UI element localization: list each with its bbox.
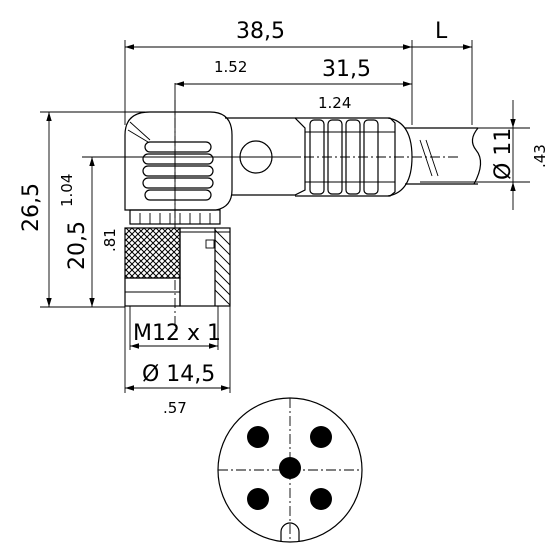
- dim-L-label: L: [435, 19, 448, 44]
- dim-cable-length: L: [412, 19, 473, 125]
- dim-20-5-label: 20,5: [65, 221, 90, 270]
- knurled-nut: [124, 227, 181, 279]
- dim-cable-diameter: Ø 11 .43: [420, 100, 549, 210]
- dim-dia-11-label: Ø 11: [491, 128, 516, 180]
- dim-43-label: .43: [531, 144, 549, 168]
- dim-top-part: 31,5 1.24: [174, 57, 412, 245]
- dim-1-04-label: 1.04: [58, 174, 76, 207]
- dim-26-5-label: 26,5: [19, 183, 44, 232]
- pin-2: [310, 426, 332, 448]
- thread-label: M12 x 1: [133, 321, 221, 346]
- nut-dia-in-label: .57: [163, 399, 187, 417]
- housing-ribs: [142, 141, 214, 201]
- dim-38-5-label: 38,5: [236, 19, 285, 44]
- dim-31-5-label: 31,5: [322, 57, 371, 82]
- pin-1: [247, 426, 269, 448]
- dim-81-label: .81: [101, 228, 119, 252]
- cable: [405, 127, 482, 185]
- coding-key: [280, 522, 300, 542]
- nut-section: [179, 227, 231, 307]
- nut-dia-label: Ø 14,5: [142, 362, 215, 387]
- pin-group: [247, 426, 332, 510]
- dim-top-total: 38,5 1.52: [124, 19, 413, 125]
- dim-nut-diameter: Ø 14,5 .57: [124, 306, 231, 417]
- pin-5: [310, 488, 332, 510]
- contact-pins: [129, 209, 221, 225]
- pin-3: [279, 457, 301, 479]
- pin-4: [247, 488, 269, 510]
- dim-1-24-label: 1.24: [318, 94, 351, 112]
- dim-thread: M12 x 1: [129, 306, 221, 350]
- connector-body: [88, 100, 482, 330]
- pin-face: [217, 397, 363, 543]
- dim-height-total: 26,5 1.04: [19, 111, 145, 308]
- dim-1-52-label: 1.52: [214, 58, 247, 76]
